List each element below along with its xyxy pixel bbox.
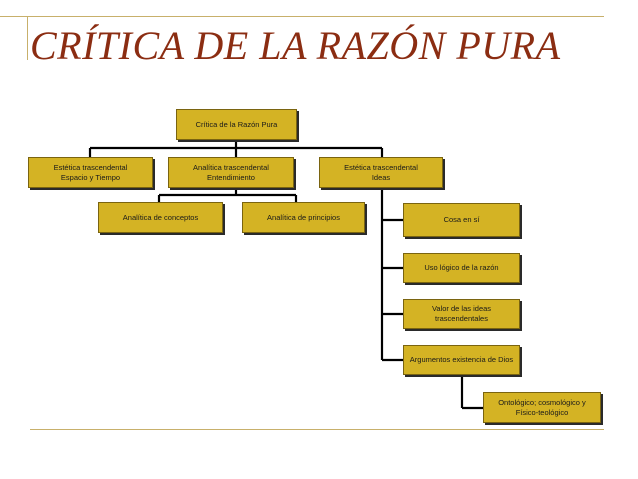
- node-estetica-espacio-tiempo: Estética trascendental Espacio y Tiempo: [28, 157, 153, 188]
- node-ontologico-cosmologico: Ontológico; cosmológico y Físico-teológi…: [483, 392, 601, 423]
- node-critica-razon-pura: Crítica de la Razón Pura: [176, 109, 297, 140]
- bottom-rule: [30, 429, 604, 430]
- node-estetica-ideas: Estética trascendental Ideas: [319, 157, 443, 188]
- node-argumentos-existencia-dios: Argumentos existencia de Dios: [403, 345, 520, 375]
- left-rule: [27, 16, 28, 60]
- node-cosa-en-si: Cosa en sí: [403, 203, 520, 237]
- top-rule: [0, 16, 604, 17]
- node-analitica-trascendental: Analítica trascendental Entendimiento: [168, 157, 294, 188]
- node-uso-logico-razon: Uso lógico de la razón: [403, 253, 520, 283]
- slide-title: CRÍTICA DE LA RAZÓN PURA: [30, 23, 561, 68]
- node-valor-ideas-trascendentales: Valor de las ideas trascendentales: [403, 299, 520, 329]
- node-analitica-conceptos: Analítica de conceptos: [98, 202, 223, 233]
- node-analitica-principios: Analítica de principios: [242, 202, 365, 233]
